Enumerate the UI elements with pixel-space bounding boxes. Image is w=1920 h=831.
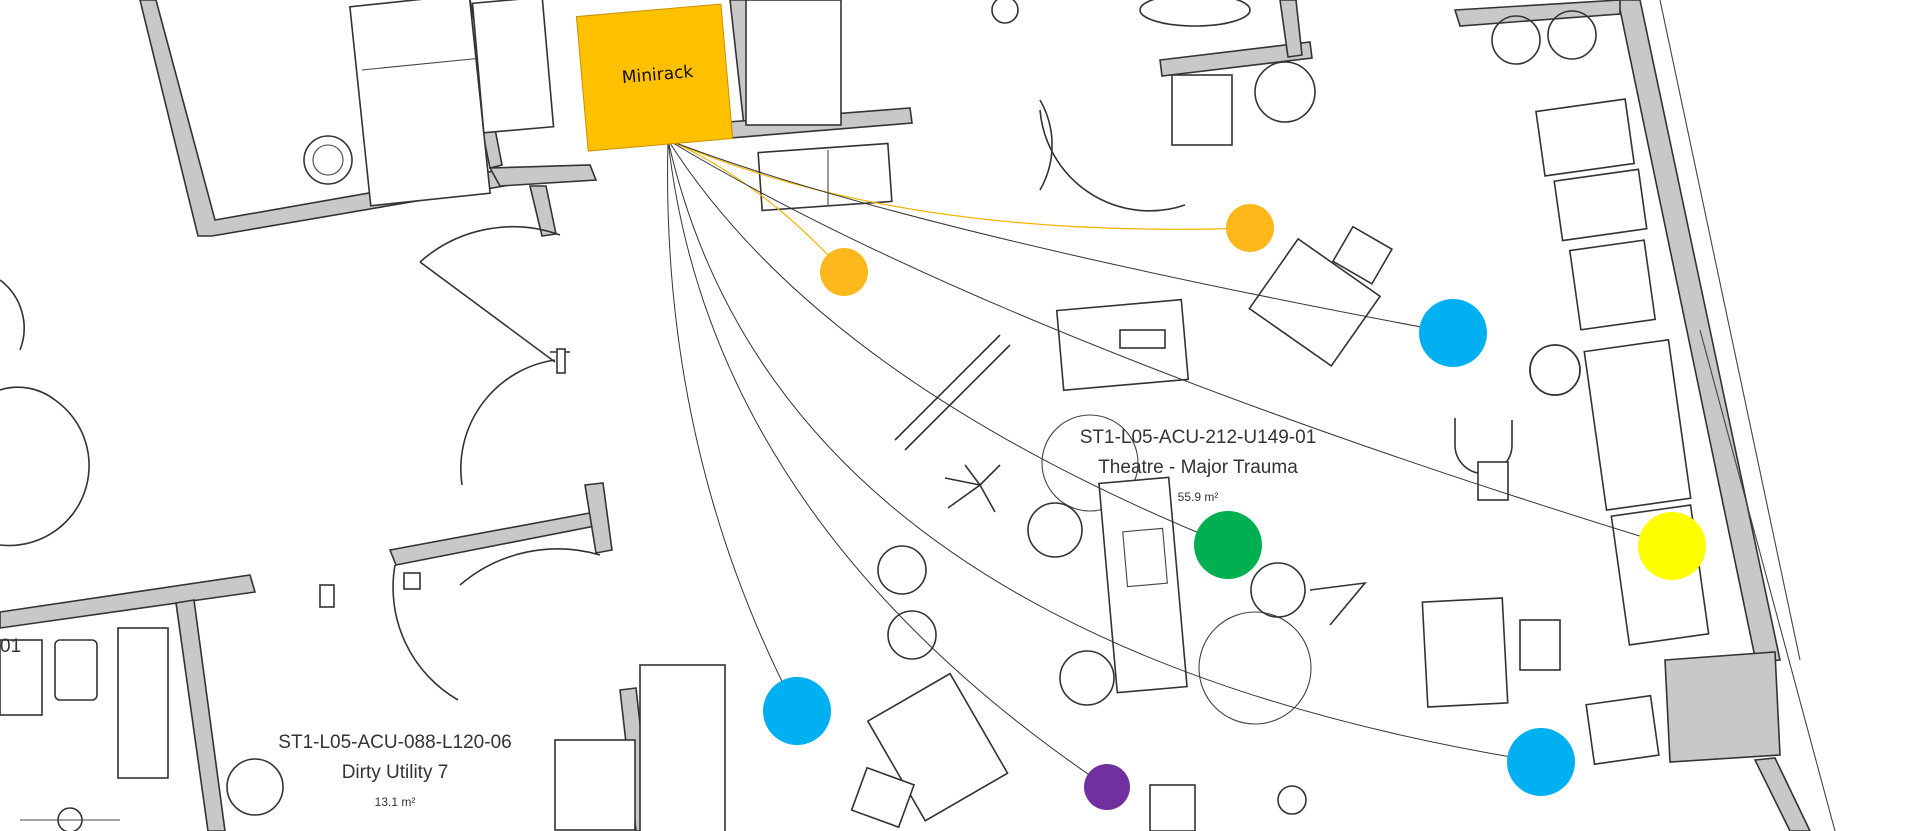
- cable-route: [667, 139, 1542, 763]
- wall-fixture-icon: [403, 572, 421, 590]
- equipment-cart: [1331, 225, 1394, 285]
- cable-route: [667, 139, 1454, 334]
- equipment-cart: [1519, 619, 1561, 671]
- top-middle-rooms: [727, 0, 1316, 212]
- minirack[interactable]: Minirack: [575, 3, 734, 152]
- cabinet: [1149, 784, 1196, 831]
- cabinet: [1171, 74, 1233, 146]
- room-name: Theatre - Major Trauma: [1098, 457, 1298, 478]
- cabinet: [745, 0, 842, 126]
- round-fixture-icon: [1277, 785, 1307, 815]
- wall-fixture-icon: [319, 584, 335, 608]
- theatre-equipment: [850, 225, 1581, 831]
- cabinet: [1585, 694, 1660, 766]
- cable-route: [667, 139, 1229, 546]
- green-device-marker[interactable]: [1194, 511, 1262, 579]
- round-fixture-icon: [1547, 10, 1597, 60]
- bracket-icon: [1309, 581, 1367, 626]
- blue-device-marker[interactable]: [1507, 728, 1575, 796]
- cabinet: [1553, 168, 1648, 242]
- blue-device-marker[interactable]: [1419, 299, 1487, 367]
- orange-device-marker[interactable]: [820, 248, 868, 296]
- stool-icon: [1027, 502, 1083, 558]
- partial-room-label: 01: [0, 636, 21, 657]
- yellow-device-marker[interactable]: [1638, 512, 1706, 580]
- room-name: Dirty Utility 7: [342, 762, 449, 783]
- cabinet: [554, 739, 636, 831]
- cabinet: [1568, 239, 1657, 331]
- cabinet: [639, 664, 726, 831]
- equipment-cart: [850, 766, 916, 829]
- sink-unit: [54, 639, 98, 701]
- cabinet: [117, 627, 169, 779]
- cabinet: [1583, 338, 1692, 511]
- minirack-box[interactable]: [575, 3, 734, 152]
- stool-icon: [1250, 562, 1306, 618]
- equipment-cart: [1248, 237, 1382, 368]
- room-code: ST1-L05-ACU-088-L120-06: [278, 732, 511, 753]
- room-label-dirty-utility: ST1-L05-ACU-088-L120-06 Dirty Utility 7 …: [278, 732, 511, 809]
- equipment-cart: [1421, 597, 1509, 708]
- room-area: 13.1 m²: [375, 795, 416, 809]
- network-devices: [763, 204, 1706, 810]
- bottom-left-room: [0, 574, 726, 831]
- top-left-room: [139, 0, 598, 237]
- middle-wall: [319, 482, 613, 701]
- surgical-light-icon: [1041, 414, 1139, 512]
- anaesthesia-boom-icon: [944, 464, 1001, 513]
- room-area: 55.9 m²: [1178, 490, 1219, 504]
- cabinet: [0, 639, 43, 716]
- cable-route: [667, 139, 845, 273]
- right-wall: [1453, 0, 1836, 831]
- table-fixture: [1119, 329, 1166, 349]
- stool-icon: [887, 610, 937, 660]
- arm-support-icon: [1477, 461, 1509, 501]
- purple-device-marker[interactable]: [1084, 764, 1130, 810]
- cabinet: [348, 0, 492, 207]
- cabinet: [471, 0, 555, 134]
- cabinet: [1535, 98, 1636, 177]
- round-fixture-icon: [1254, 61, 1316, 123]
- round-fixture-icon: [303, 135, 353, 185]
- bench: [757, 142, 893, 212]
- equipment-cart: [866, 672, 1009, 822]
- cable-route: [667, 139, 798, 712]
- room-code: ST1-L05-ACU-212-U149-01: [1080, 427, 1317, 448]
- round-fixture-icon: [226, 758, 284, 816]
- round-fixture-icon: [1491, 15, 1541, 65]
- cable-route: [667, 139, 1251, 230]
- cable-routes: [667, 139, 1673, 788]
- cable-route: [667, 139, 1108, 788]
- surgical-light-icon: [1198, 611, 1312, 725]
- blue-device-marker[interactable]: [763, 677, 831, 745]
- cable-route: [667, 139, 1673, 547]
- orange-device-marker[interactable]: [1226, 204, 1274, 252]
- doors-left: [0, 226, 570, 547]
- stool-icon: [1059, 650, 1115, 706]
- room-label-theatre: ST1-L05-ACU-212-U149-01 Theatre - Major …: [1080, 427, 1317, 504]
- stool-icon: [877, 545, 927, 595]
